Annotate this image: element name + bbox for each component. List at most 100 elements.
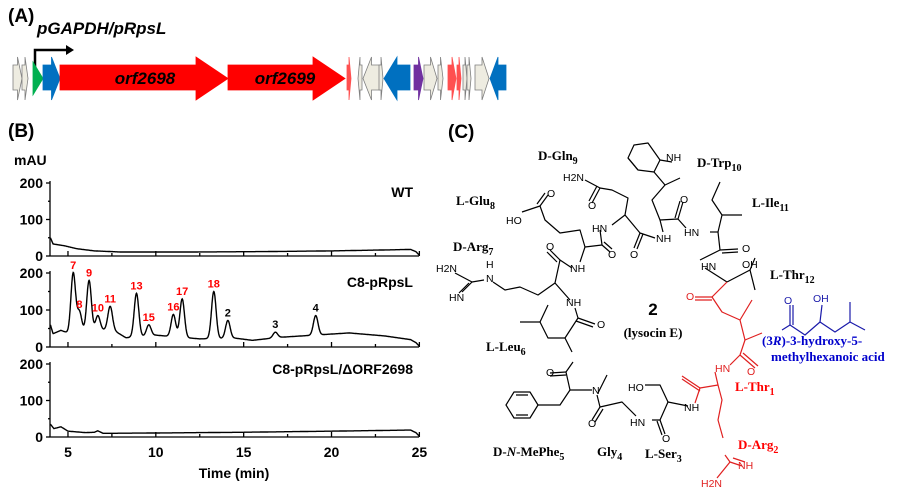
bond (732, 457, 746, 463)
chromatogram-chart: 2001000WT2001000C8-pRpsL7891011131516171… (20, 175, 428, 460)
peak-label: 4 (313, 303, 320, 315)
atom-label: O (546, 367, 554, 379)
residue-number: 3 (677, 454, 682, 465)
bond (636, 233, 644, 250)
x-tick-label: 25 (412, 444, 428, 460)
gene-arrow (383, 55, 411, 102)
bond (458, 282, 470, 294)
bond (549, 249, 561, 261)
residue-number: 7 (488, 247, 493, 258)
residue-suffix: -MePhe (516, 444, 560, 459)
bond (601, 244, 611, 253)
bond (719, 248, 739, 251)
bond (653, 159, 673, 186)
gene-arrow (227, 56, 346, 101)
peak-label: 10 (92, 303, 104, 315)
atom-label: N (592, 385, 600, 397)
gene-arrow (447, 56, 457, 101)
residue-number: 6 (521, 347, 526, 358)
residue-label: D-N-MePhe5 (493, 444, 564, 463)
trace-label: C8-pRpsL (347, 274, 414, 290)
atom-label: HN (592, 223, 607, 235)
residue-number: 12 (805, 275, 815, 286)
chromatogram-trace (49, 237, 420, 256)
x-tick-label: 10 (148, 444, 164, 460)
atom-label: O (588, 418, 596, 430)
atom-label: NH (656, 233, 671, 245)
gene-cluster (12, 55, 507, 102)
gene-arrow (489, 56, 507, 101)
bond (594, 408, 604, 423)
residue-number: 1 (770, 387, 775, 398)
bond (596, 394, 637, 417)
bond (538, 389, 571, 406)
promoter-label: pGAPDH/pRpsL (36, 19, 166, 38)
gene-arrow (12, 56, 23, 101)
bond (711, 181, 723, 233)
residue-label: L-Leu6 (486, 339, 526, 358)
bond (539, 304, 549, 323)
residue-number: 10 (731, 163, 741, 174)
bond (521, 205, 586, 248)
bond (659, 218, 687, 233)
bond (554, 259, 573, 301)
bond (742, 352, 759, 367)
bond (681, 378, 701, 392)
residue-label: D-Trp10 (697, 155, 741, 174)
bond (611, 214, 656, 239)
peak-label: 16 (167, 301, 179, 313)
residue-number: 2 (773, 445, 778, 456)
bond (677, 201, 684, 220)
residue-label: D-Arg2 (738, 437, 778, 456)
atom-label: O (680, 194, 688, 206)
residue-number: 11 (779, 203, 788, 214)
peak-label: 15 (143, 312, 155, 324)
gene-arrow (437, 56, 444, 101)
atom-label: HN (715, 363, 730, 375)
residue-label: Gly4 (597, 444, 622, 463)
residue-name: Gly (597, 444, 618, 459)
atom-label: O (608, 249, 616, 261)
chromatogram-trace (49, 423, 420, 437)
bond (564, 307, 579, 353)
atom-label: H (486, 259, 494, 271)
residue-label: L-Ser3 (645, 446, 682, 465)
atom-label: O (662, 433, 670, 445)
gene-arrow (423, 56, 438, 101)
bond (627, 142, 661, 173)
atom-label: NH (566, 297, 581, 309)
gene-arrow (462, 56, 468, 101)
gene-arrow (413, 56, 424, 101)
residue-name: D-Arg (738, 437, 774, 452)
residue-label: L-Thr1 (735, 379, 775, 398)
trace-label: WT (391, 184, 413, 200)
lipid-label-line1: (3R)-3-hydroxy-5- (762, 333, 862, 348)
residue-number: 4 (617, 452, 622, 463)
y-tick-label: 200 (20, 356, 44, 372)
residue-label: L-Thr12 (770, 267, 815, 286)
bond (603, 241, 613, 250)
atom-label: O (630, 249, 638, 261)
x-axis-label: Time (min) (199, 465, 270, 481)
residue-prefix: D- (493, 444, 507, 459)
peak-label: 9 (86, 267, 92, 279)
residue-name: L-Thr (735, 379, 770, 394)
panel-label-c: (C) (448, 122, 474, 143)
bond (565, 361, 592, 391)
bond (716, 461, 731, 479)
bond (575, 320, 594, 328)
promoter-arrow (33, 45, 74, 67)
atom-label: O (546, 241, 554, 253)
atom-label: NH (666, 152, 681, 164)
atom-label: H2N (701, 478, 722, 490)
compound-name: (lysocin E) (624, 325, 683, 340)
residue-name: L-Ser (645, 446, 677, 461)
bond (717, 384, 724, 439)
gene-arrow (466, 56, 472, 101)
peak-label: 18 (208, 279, 220, 291)
gene-arrow (378, 56, 384, 101)
bond (729, 339, 746, 366)
